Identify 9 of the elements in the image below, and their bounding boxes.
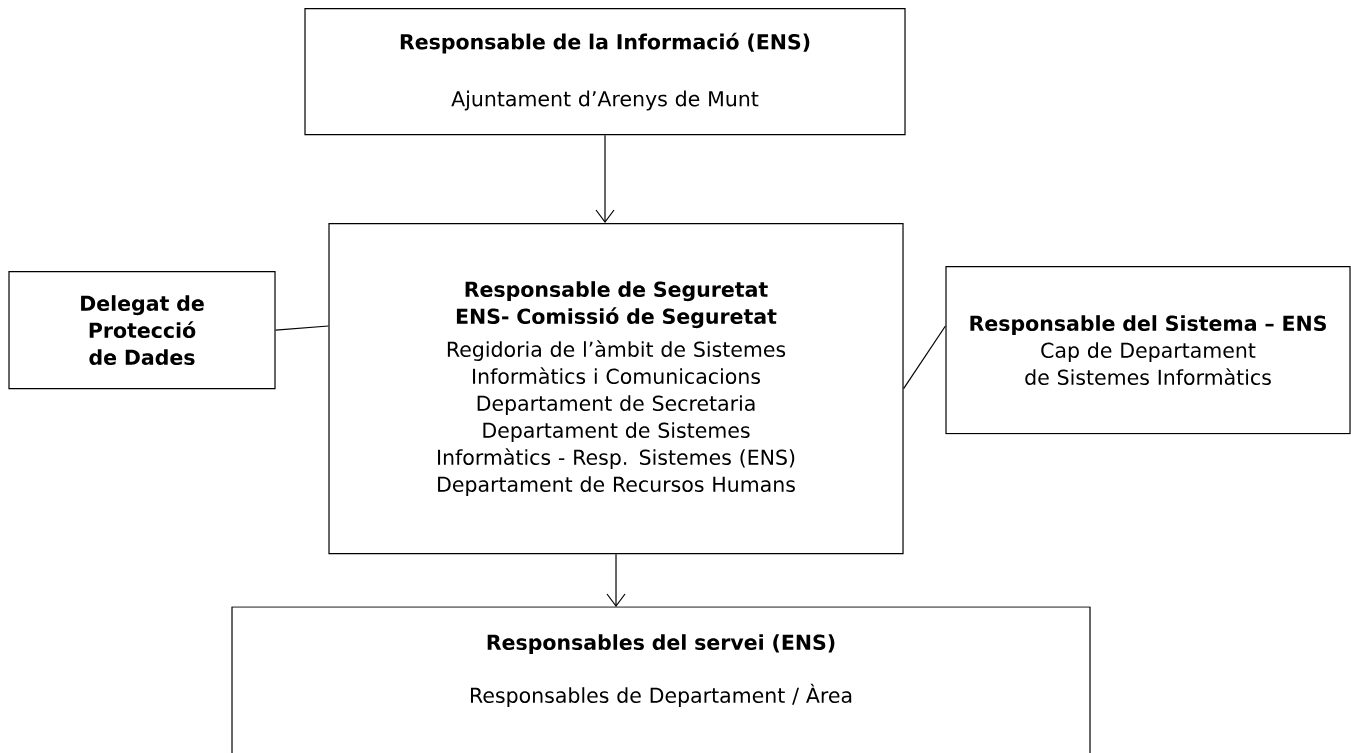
system-owner-box: Responsable del Sistema – ENS Cap de Departament de Sistemes Informàtics [945, 266, 1351, 435]
info-owner-box: Responsable de la Informació (ENS) Ajuntament d’Arenys de Munt [304, 8, 906, 136]
connector-line [903, 325, 946, 390]
connector-line [275, 325, 329, 331]
security-committee-box: Responsable de Seguretat ENS- Comissió de Seguretat Regidoria de l’àmbit de Sistemes Informàtics i Comunicacions Departament de Secretaria Departament de Sistemes Informàtics - Resp. Sistemes (ENS) Departament de Recursos Humans [328, 223, 904, 555]
arrow [606, 553, 626, 607]
data-protection-box: Delegat de Protecció de Dades [8, 271, 276, 390]
service-owners-box: Responsables del servei (ENS) Responsables de Departament / Àrea [231, 606, 1091, 753]
arrow [595, 134, 615, 223]
